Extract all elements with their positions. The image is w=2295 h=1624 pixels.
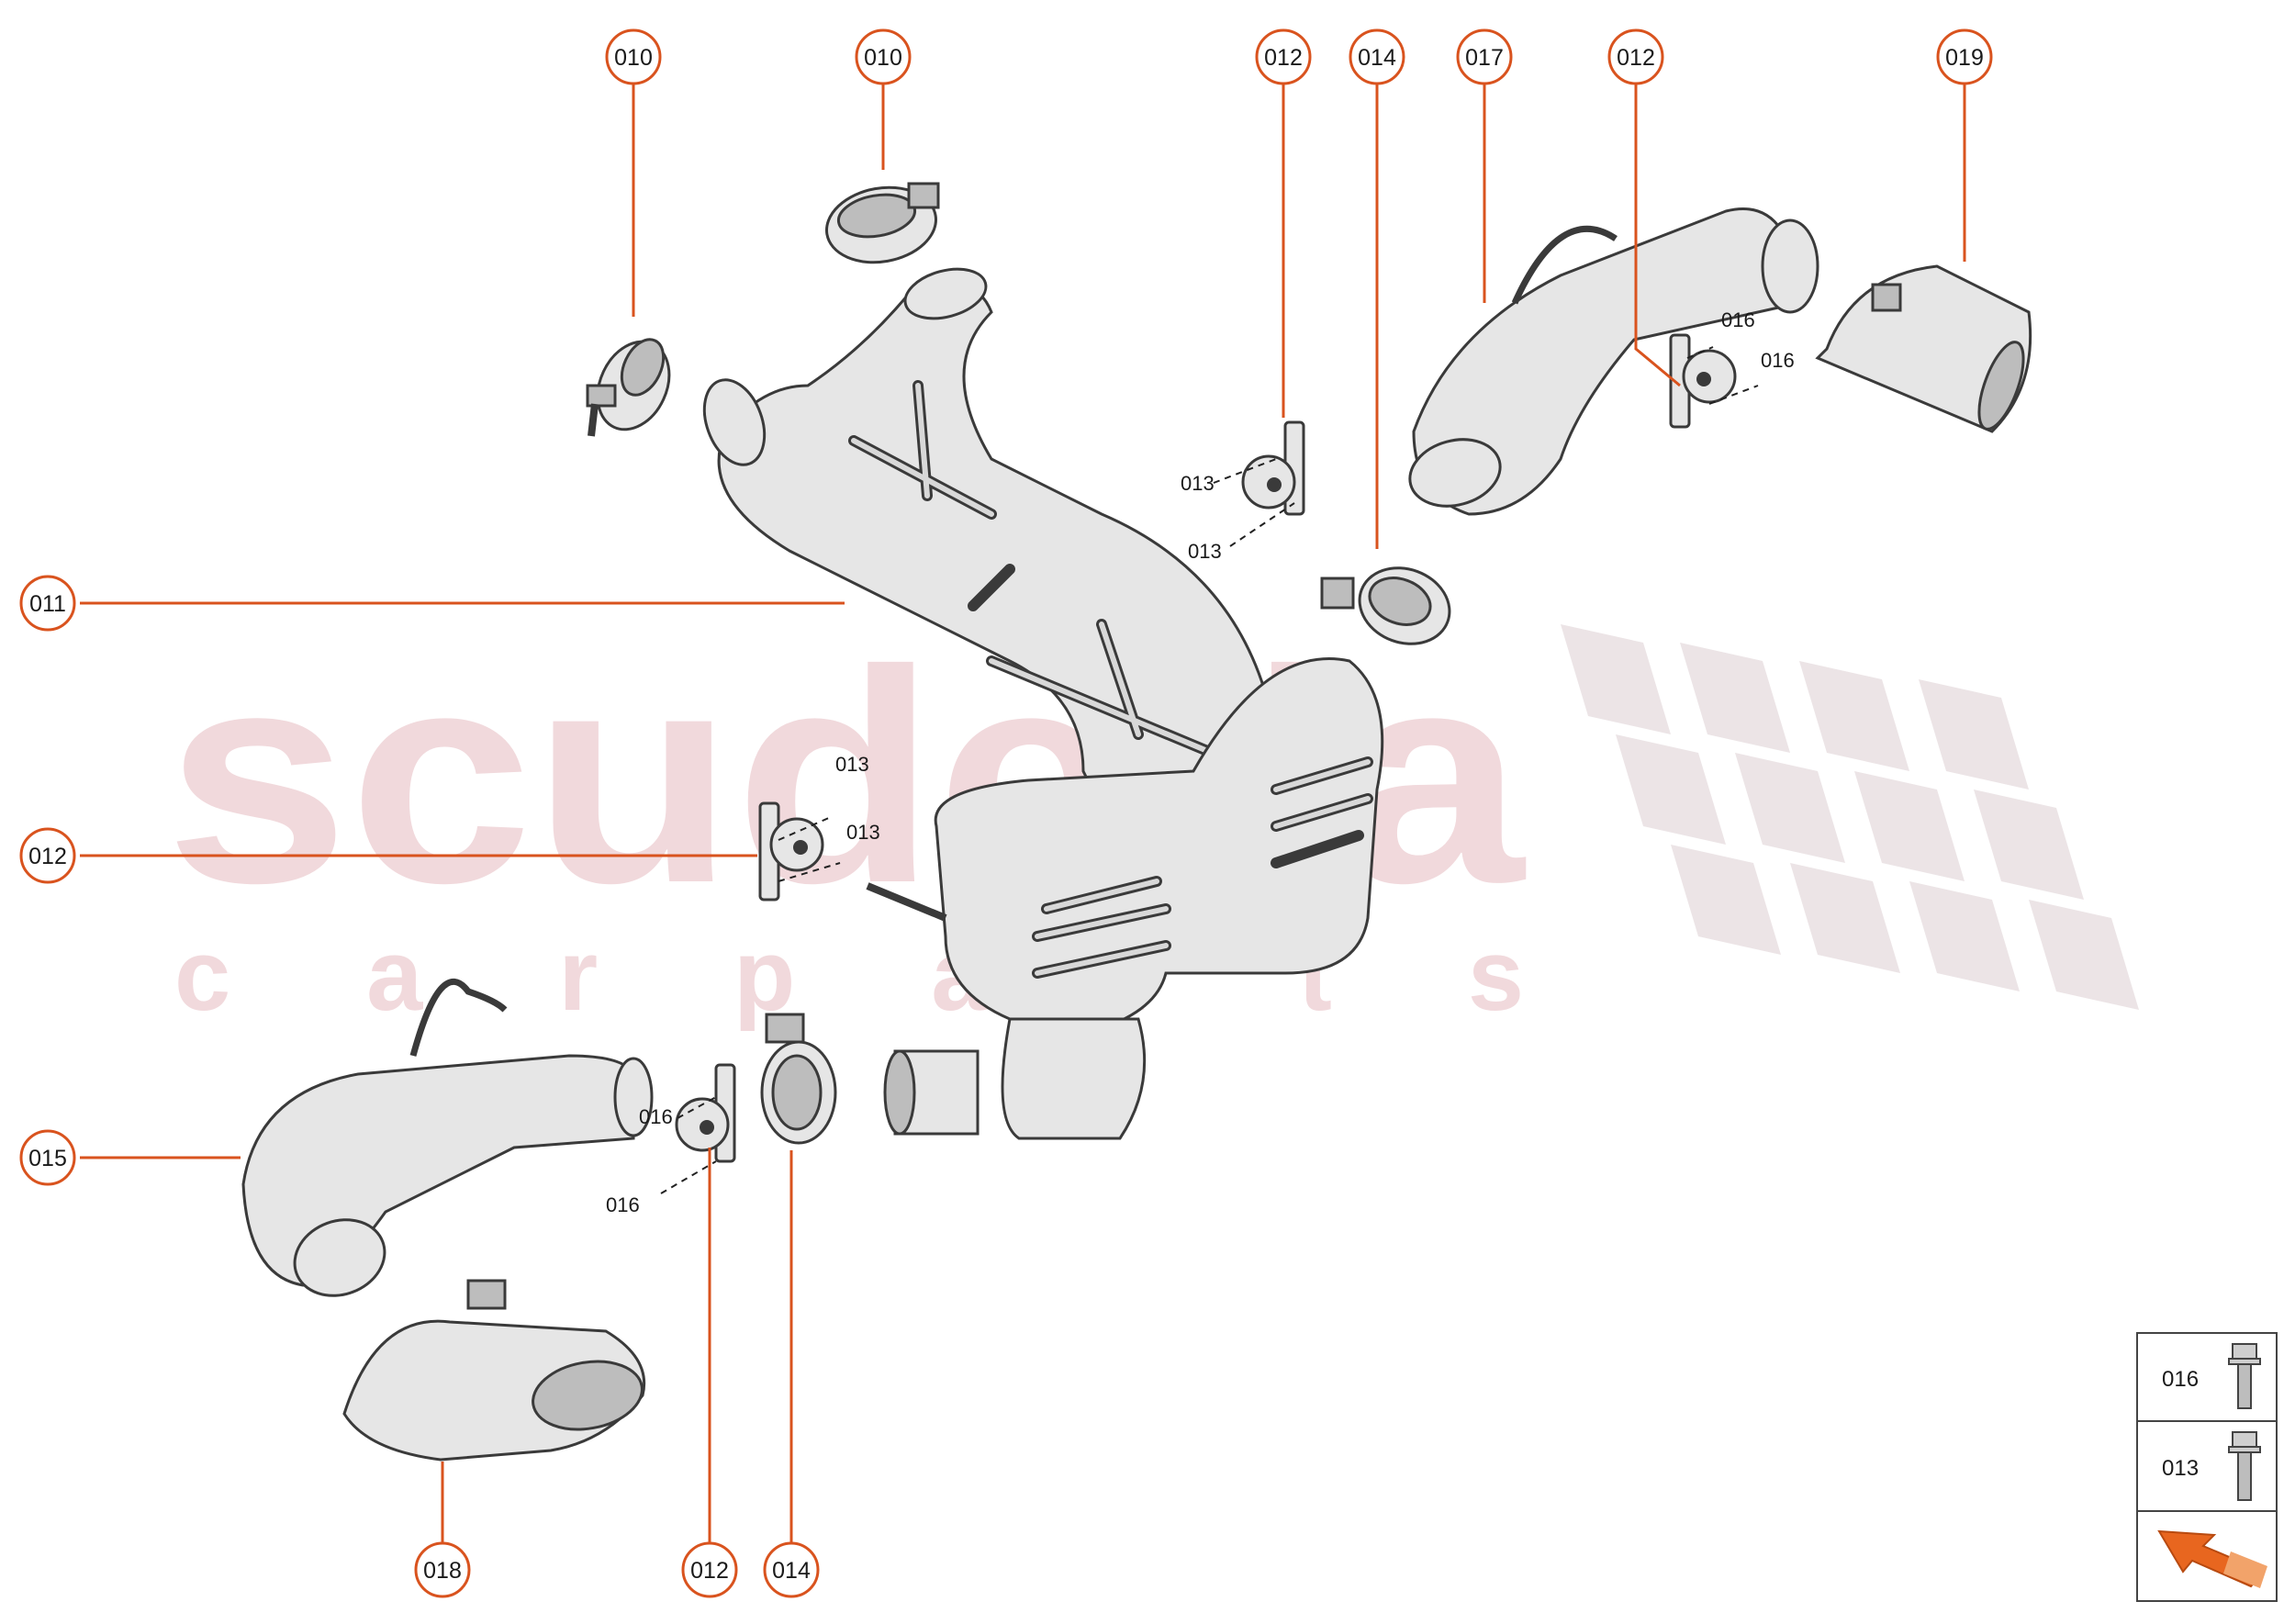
mount-bracket-012-middle	[758, 801, 824, 902]
fastener-label-016-b: 016	[1761, 349, 1795, 372]
tailpipe-015	[241, 978, 654, 1297]
muffler-assembly	[866, 657, 1384, 1140]
legend-item-016[interactable]: 016	[2162, 1343, 2261, 1409]
callout-010-top[interactable]: 010	[855, 28, 912, 85]
fastener-label-013-c: 013	[835, 753, 869, 776]
checkered-flag-watermark	[1561, 624, 2139, 1010]
exhaust-tip-019	[1815, 264, 2032, 433]
callout-019[interactable]: 019	[1936, 28, 1993, 85]
mount-bracket-012-upper	[1241, 420, 1305, 516]
callout-010-left[interactable]: 010	[605, 28, 662, 85]
callout-012-bottom[interactable]: 012	[681, 1541, 738, 1598]
callout-leaders	[80, 79, 1966, 1542]
fastener-label-013-b: 013	[1188, 540, 1222, 563]
callout-015[interactable]: 015	[19, 1129, 76, 1186]
clamp-010-left	[586, 338, 671, 437]
callout-014-bottom[interactable]: 014	[763, 1541, 820, 1598]
callout-011-label: 011	[29, 591, 66, 617]
callout-012-left-label: 012	[28, 844, 67, 869]
mount-bracket-012-right	[1669, 333, 1737, 429]
legend-item-013[interactable]: 013	[2162, 1431, 2261, 1501]
callout-014-bottom-label: 014	[772, 1558, 811, 1584]
clamp-010-top	[825, 182, 940, 264]
callout-012-bottom-label: 012	[690, 1558, 729, 1584]
fastener-label-013-d: 013	[846, 821, 880, 844]
fastener-label-013-a: 013	[1181, 472, 1215, 495]
legend-item-013-label: 013	[2162, 1456, 2199, 1481]
clamp-014-lower	[760, 1013, 837, 1145]
callout-012-left[interactable]: 012	[19, 827, 76, 884]
callout-012-top-label: 012	[1264, 45, 1303, 71]
y-pipe-011	[702, 267, 1269, 856]
callout-010-top-label: 010	[864, 45, 902, 71]
tailpipe-017	[1408, 207, 1819, 516]
orange-arrow-icon[interactable]	[2157, 1529, 2267, 1588]
clamp-014-upper	[1320, 566, 1451, 645]
bolt-icon	[2228, 1343, 2261, 1409]
callout-014-top[interactable]: 014	[1349, 28, 1405, 85]
fastener-label-016-c: 016	[639, 1105, 673, 1128]
callout-015-label: 015	[28, 1146, 67, 1171]
mount-bracket-012-lower	[675, 1063, 736, 1163]
callout-018-label: 018	[423, 1558, 462, 1584]
legend-item-016-label: 016	[2162, 1367, 2199, 1392]
callout-018[interactable]: 018	[414, 1541, 471, 1598]
callout-017[interactable]: 017	[1456, 28, 1513, 85]
callout-012-right[interactable]: 012	[1607, 28, 1664, 85]
fastener-label-016-d: 016	[606, 1193, 640, 1216]
callout-011[interactable]: 011	[19, 575, 76, 632]
callout-014-top-label: 014	[1358, 45, 1396, 71]
exhaust-tip-018	[342, 1279, 646, 1462]
fastener-legend: 016 013	[2136, 1332, 2278, 1602]
callout-017-label: 017	[1465, 45, 1504, 71]
callout-012-right-label: 012	[1617, 45, 1655, 71]
fastener-leaders	[660, 346, 1759, 1194]
fastener-label-016-a: 016	[1721, 308, 1755, 331]
callout-019-label: 019	[1945, 45, 1984, 71]
bolt-icon	[2228, 1431, 2261, 1501]
callout-010-left-label: 010	[614, 45, 653, 71]
callout-012-top[interactable]: 012	[1255, 28, 1312, 85]
